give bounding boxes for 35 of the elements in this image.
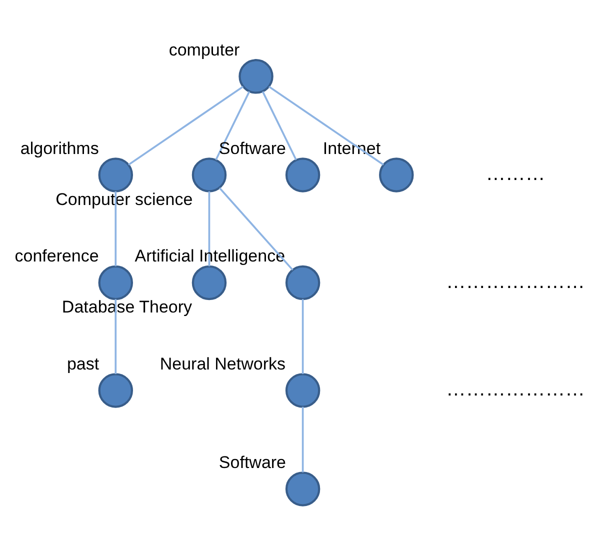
node-circle — [379, 158, 414, 192]
label: ………………… — [446, 378, 585, 401]
node-label: Database Theory — [62, 298, 192, 317]
node-label: computer — [168, 40, 240, 60]
node-label: Software — [218, 138, 286, 158]
node-label: Artificial Intelligence — [134, 246, 286, 266]
node-label: conference — [14, 246, 99, 266]
node-circle — [285, 265, 320, 300]
connector — [215, 91, 250, 160]
node-label: past — [66, 354, 100, 374]
node-label: Software — [218, 452, 286, 472]
node-circle — [238, 59, 274, 94]
label: ……… — [486, 163, 546, 186]
connector — [114, 191, 117, 266]
node-label: Computer science — [56, 190, 193, 209]
connector — [114, 299, 117, 374]
node-circle — [285, 373, 320, 408]
connector — [268, 86, 384, 166]
node-label: algorithms — [20, 138, 99, 158]
node-circle — [98, 373, 134, 408]
node-circle — [285, 472, 320, 506]
node-circle — [192, 265, 227, 300]
connector — [218, 187, 294, 271]
node-circle — [98, 265, 134, 300]
label: ………………… — [446, 270, 585, 293]
node-circle — [192, 158, 227, 192]
node-label: Neural Networks — [160, 354, 286, 374]
connector — [262, 91, 297, 160]
connector — [302, 406, 304, 472]
connector — [128, 86, 244, 166]
connector — [208, 191, 210, 266]
node-circle — [98, 158, 134, 192]
connector — [302, 299, 304, 374]
node-label: Internet — [322, 138, 381, 158]
node-circle — [285, 158, 320, 192]
